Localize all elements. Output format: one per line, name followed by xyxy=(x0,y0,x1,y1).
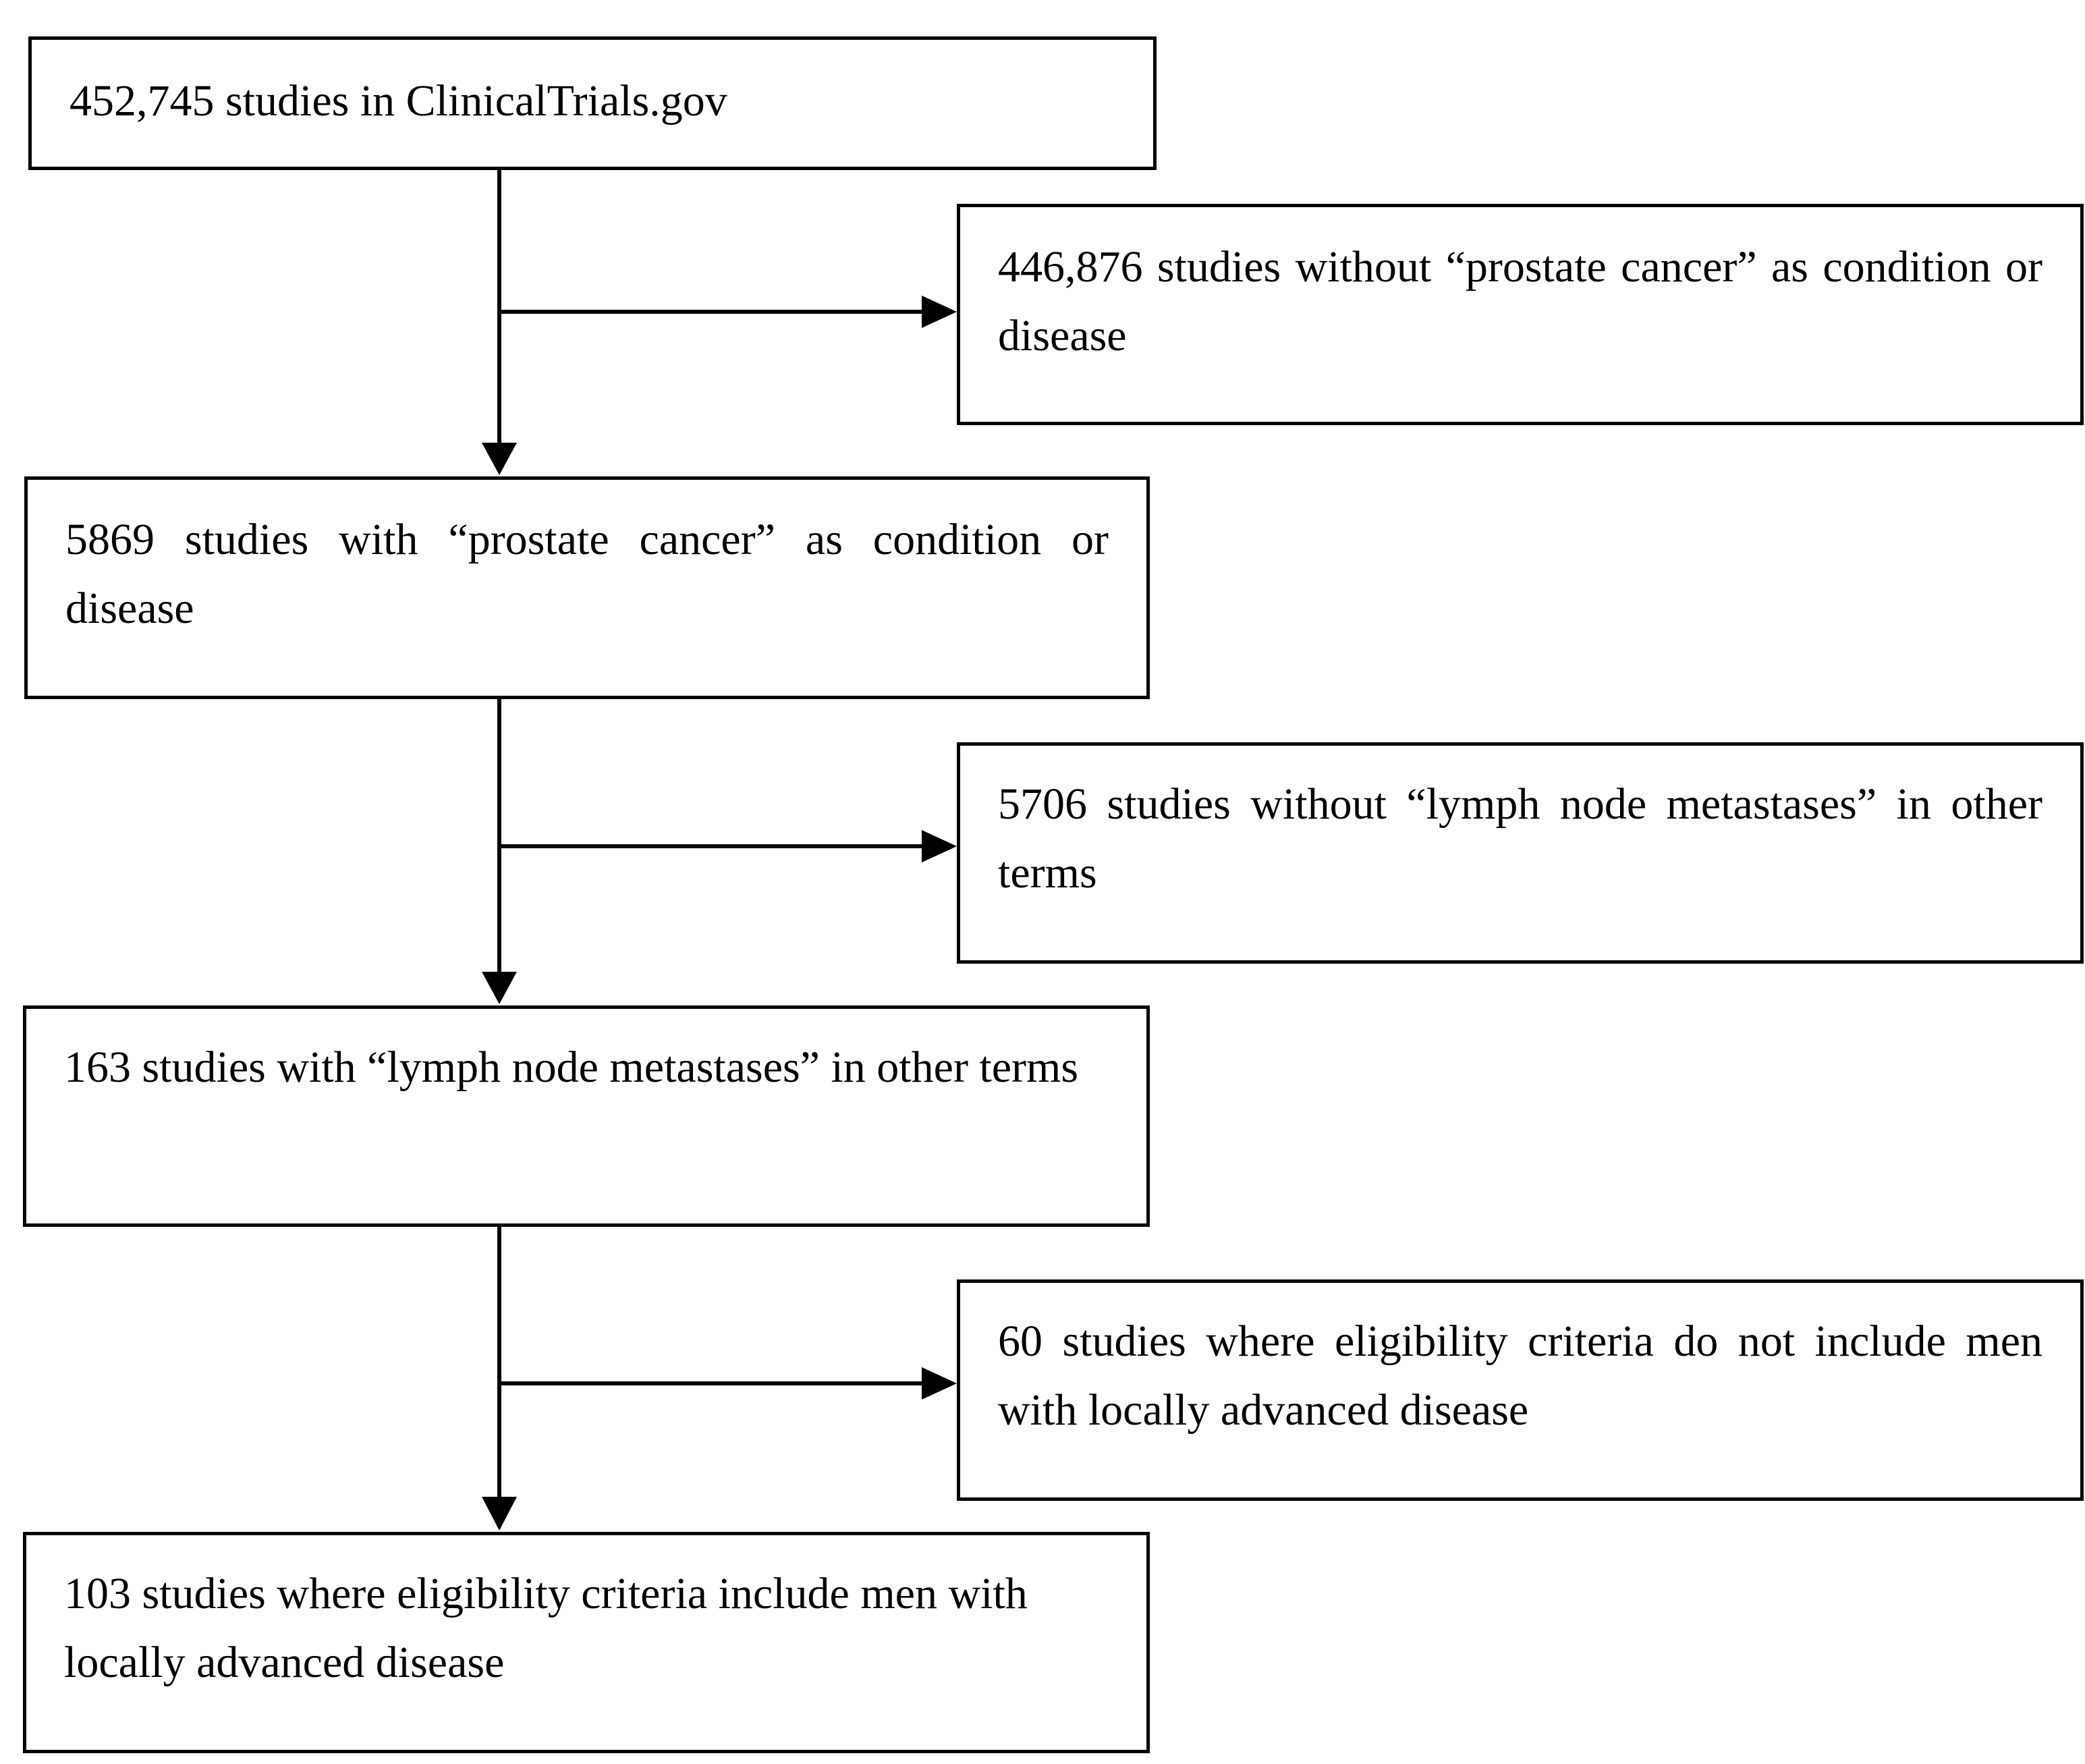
exclusion-text-no-lymph-node: 5706 studies without “lymph node metasta… xyxy=(998,779,2042,898)
arrowhead-right-2 xyxy=(922,830,957,862)
step-text-all-studies: 452,745 studies in ClinicalTrials.gov xyxy=(70,76,727,126)
step-text-locally-advanced: 103 studies where eligibility criteria i… xyxy=(64,1569,1028,1687)
exclusion-box-no-prostate-cancer: 446,876 studies without “prostate cancer… xyxy=(957,204,2084,425)
exclusion-text-no-prostate-cancer: 446,876 studies without “prostate cancer… xyxy=(998,242,2042,360)
arrowhead-right-1 xyxy=(922,296,957,328)
step-box-all-studies: 452,745 studies in ClinicalTrials.gov xyxy=(28,36,1157,170)
step-text-lymph-node: 163 studies with “lymph node metastases”… xyxy=(64,1043,1079,1092)
exclusion-box-not-locally-advanced: 60 studies where eligibility criteria do… xyxy=(957,1279,2084,1501)
arrowhead-down-1 xyxy=(482,443,517,475)
step-box-prostate-cancer: 5869 studies with “prostate cancer” as c… xyxy=(24,476,1150,699)
exclusion-box-no-lymph-node: 5706 studies without “lymph node metasta… xyxy=(957,742,2084,964)
arrowhead-right-3 xyxy=(922,1367,957,1400)
exclusion-text-not-locally-advanced: 60 studies where eligibility criteria do… xyxy=(998,1317,2042,1435)
arrowhead-down-2 xyxy=(482,972,517,1004)
step-box-locally-advanced: 103 studies where eligibility criteria i… xyxy=(23,1532,1150,1753)
step-text-prostate-cancer: 5869 studies with “prostate cancer” as c… xyxy=(65,515,1109,633)
arrowhead-down-3 xyxy=(482,1497,517,1531)
step-box-lymph-node: 163 studies with “lymph node metastases”… xyxy=(23,1005,1150,1227)
